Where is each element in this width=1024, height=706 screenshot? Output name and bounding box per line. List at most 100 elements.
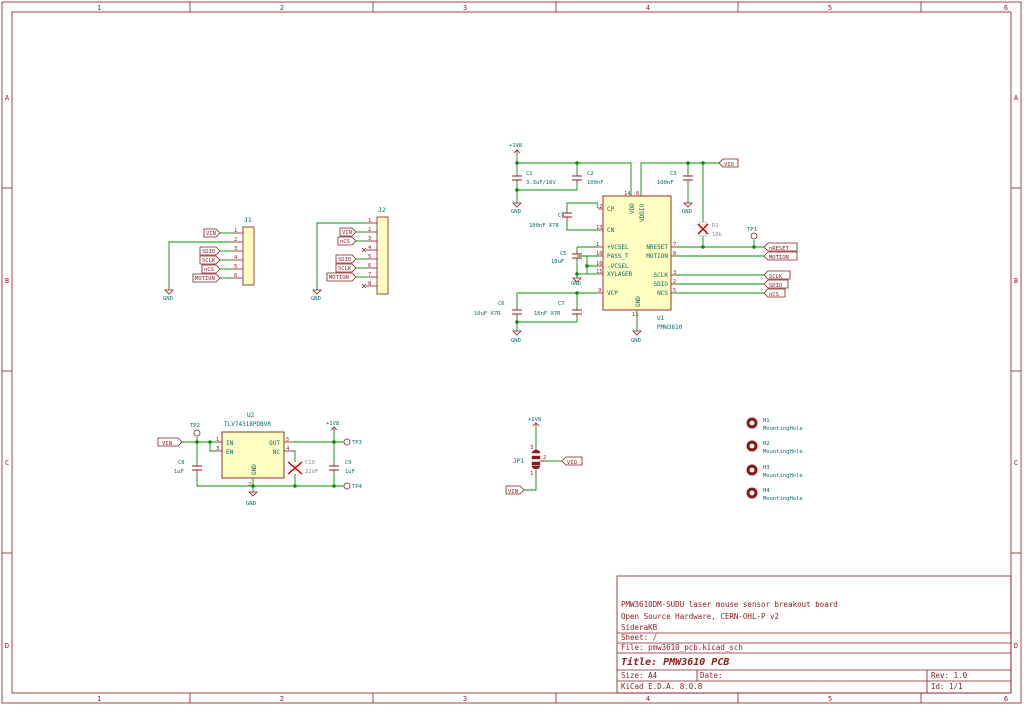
c1-value: 3.3uF/16V	[526, 180, 556, 186]
net-label-motion: MOTION	[769, 255, 789, 261]
net-label-sdio: SDIO	[769, 283, 782, 289]
ic-u1-body[interactable]: 12 13 1 10 16 15 9 7 8 3 2 5 14 6 11 CP …	[596, 191, 676, 318]
c8-value: 1uF	[174, 469, 184, 475]
c3-value: 100nF	[657, 180, 674, 186]
capacitor-c2[interactable]	[572, 172, 582, 184]
u1-gnd-c1	[512, 202, 522, 208]
u1-pin-name: PASS_T	[607, 253, 629, 260]
j2-label-vin: VIN	[342, 230, 352, 236]
date-label: Date:	[700, 671, 723, 680]
sheet-label: Sheet: /	[621, 633, 657, 642]
testpoint-tp4[interactable]	[343, 482, 351, 490]
u2-value: TLV74318PDBVR	[224, 421, 271, 428]
j1-ref: J1	[244, 216, 252, 224]
u1-pin-num: 8	[673, 251, 676, 257]
rev-label: Rev: 1.0	[931, 671, 968, 680]
tp4-ref: TP4	[352, 484, 363, 490]
jp1-pin-num: 3	[530, 445, 533, 451]
j1-pin-num: 5	[234, 264, 237, 270]
capacitor-c9[interactable]	[329, 462, 339, 474]
c2-value: 100nF	[587, 180, 604, 186]
j2-net-labels	[326, 227, 357, 282]
tool-label: KiCad E.D.A. 8.0.8	[621, 682, 703, 691]
capacitor-c5[interactable]	[572, 250, 582, 262]
h3-ref: H3	[763, 465, 770, 471]
jp1-power-1v8-label: +1V8	[528, 417, 541, 423]
capacitor-c7[interactable]	[572, 306, 582, 318]
row-label-left: C	[5, 459, 9, 467]
j2-pin-num: 6	[368, 263, 371, 269]
mounting-hole-h3[interactable]	[746, 464, 758, 476]
u2-gnd	[248, 491, 258, 497]
capacitor-c4[interactable]	[562, 209, 572, 221]
connector-j2[interactable]: J2 1 2 3 4 5 6 7 8	[311, 206, 389, 302]
u1-pin-num: 12	[596, 204, 603, 210]
tp1-ref: TP1	[747, 227, 757, 233]
gnd-label: GND	[511, 209, 521, 215]
u1-pin-num: 13	[596, 225, 603, 231]
capacitor-c6[interactable]	[512, 306, 522, 318]
c1-ref: C1	[526, 171, 533, 177]
tp2-ref: TP2	[190, 423, 200, 429]
u2-vin-text: VIN	[162, 441, 172, 447]
testpoint-tp3[interactable]	[343, 438, 351, 446]
u2-pin-num: 3	[216, 446, 219, 452]
u1-pin-name: -VCSEL	[607, 263, 629, 270]
sensor-u1-section: +1V8 C1 3.3uF/16V C2 100nF GND C3 100nF …	[474, 143, 798, 344]
u1-pin-num: 14	[624, 191, 631, 197]
u1-pin-name: NRESET	[646, 244, 668, 251]
mounting-hole-h1[interactable]	[746, 417, 758, 429]
h4-value: MountingHole	[763, 496, 803, 502]
ic-u2-body[interactable]: 1 3 5 4 2 IN EN OUT NC GND	[216, 431, 292, 488]
u2-pin-num: 1	[216, 437, 219, 443]
u2-power-1v8	[330, 426, 338, 432]
u1-gnd-c6	[512, 330, 522, 336]
title-block: PMW3610DM-SUDU laser mouse sensor breako…	[616, 575, 1012, 694]
size-label: Size: A4	[621, 671, 658, 680]
h1-ref: H1	[763, 418, 770, 424]
c10-ref: C10	[305, 460, 315, 466]
j2-gnd-label: GND	[311, 296, 321, 302]
u1-gnd-c5	[572, 277, 582, 283]
capacitor-c8[interactable]	[192, 462, 202, 474]
u2-power-1v8-label: +1V8	[326, 421, 339, 427]
r1-ref: R1	[712, 223, 719, 229]
col-label-bottom: 4	[646, 695, 650, 703]
c8-ref: C8	[178, 460, 185, 466]
u2-vin-label	[157, 437, 183, 447]
j1-net-labels	[192, 228, 221, 283]
capacitor-c1[interactable]	[512, 172, 522, 184]
j1-gnd-label: GND	[163, 296, 173, 302]
capacitor-c3[interactable]	[683, 172, 693, 184]
testpoint-tp2[interactable]	[193, 429, 201, 437]
h1-value: MountingHole	[763, 426, 803, 432]
c9-value: 1uF	[345, 469, 355, 475]
r1-value: 10k	[712, 232, 723, 238]
u2-pin-num: 5	[286, 437, 289, 443]
col-label-top: 3	[463, 4, 467, 12]
j2-pin-num: 4	[368, 245, 372, 251]
gnd-label: GND	[682, 209, 692, 215]
j1-pin-num: 1	[234, 228, 237, 234]
u1-pin-num: 2	[673, 279, 676, 285]
j1-label-sdio: SDIO	[202, 249, 215, 255]
col-label-bottom: 1	[97, 695, 101, 703]
u1-pin-name: MOTION	[646, 253, 668, 260]
u1-pin-name: SDIO	[654, 281, 669, 288]
connector-j1[interactable]: J1 1 2 3 4 5 6 GND	[163, 216, 255, 302]
mounting-hole-h2[interactable]	[746, 440, 758, 452]
c4-value: 100nF X7R	[529, 223, 559, 229]
row-label-right: C	[1014, 459, 1018, 467]
u1-pin-name: VDDIO	[639, 204, 646, 222]
jumper-jp1[interactable]: +1V8 3 2 1 JP1 VIO VIN	[505, 417, 583, 495]
jp1-pin-num: 2	[543, 455, 546, 461]
id-label: Id: 1/1	[931, 682, 963, 691]
u1-pin-name: CN	[607, 227, 615, 234]
resistor-r1[interactable]	[697, 221, 709, 237]
capacitor-c10[interactable]	[287, 461, 303, 475]
mounting-hole-h4[interactable]	[746, 487, 758, 499]
c7-value: 10nF X7R	[534, 311, 561, 317]
testpoint-tp1[interactable]	[750, 232, 758, 240]
net-label-nreset: nRESET	[769, 246, 790, 252]
